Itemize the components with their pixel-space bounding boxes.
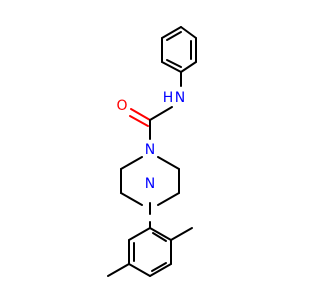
piperazine-nitrogen-top-label: N bbox=[145, 142, 155, 158]
amide-nitrogen-label: N bbox=[175, 90, 185, 106]
bond bbox=[120, 192, 143, 206]
bond bbox=[120, 156, 143, 170]
methyl-bond-left bbox=[107, 263, 130, 277]
bond bbox=[149, 227, 172, 241]
bond bbox=[157, 156, 180, 170]
bond bbox=[180, 61, 197, 73]
dimethylphenyl-ring bbox=[128, 227, 172, 277]
bond bbox=[128, 227, 151, 241]
bond bbox=[151, 262, 167, 272]
bond bbox=[180, 26, 197, 39]
piperazine-nitrogen-bottom-label: N bbox=[145, 176, 155, 192]
bond bbox=[166, 59, 182, 68]
oxygen-atom-label: O bbox=[116, 98, 127, 114]
bond bbox=[152, 232, 167, 242]
bond bbox=[166, 31, 182, 41]
bond bbox=[161, 26, 182, 39]
bond bbox=[149, 106, 173, 121]
bond bbox=[128, 263, 151, 277]
carbonyl-double-bond-a bbox=[130, 108, 151, 121]
molecule-structure: O N H N N bbox=[107, 26, 197, 277]
bond bbox=[161, 61, 182, 73]
amide-hydrogen-label: H bbox=[163, 90, 174, 106]
phenyl-ring bbox=[161, 26, 197, 73]
piperazine-ring bbox=[120, 156, 180, 206]
carbonyl-double-bond-b bbox=[129, 115, 149, 127]
bond bbox=[157, 192, 180, 206]
bond bbox=[149, 263, 172, 277]
methyl-bond-right bbox=[170, 227, 193, 241]
